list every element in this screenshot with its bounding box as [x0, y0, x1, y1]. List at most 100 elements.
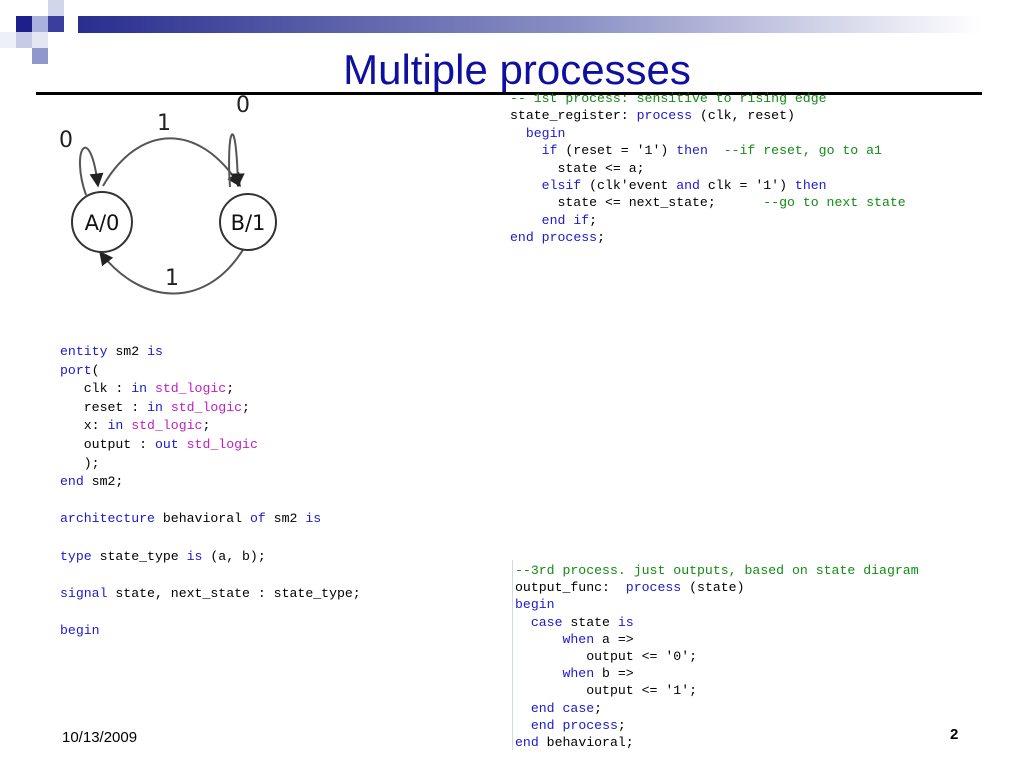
code-token: (reset = '1') [557, 143, 677, 159]
code-token: case [530, 614, 563, 630]
code-line: output <= '0'; [515, 649, 697, 664]
transition-a-self-loop [79, 146, 104, 196]
code-token: ; [594, 700, 603, 716]
code-token: state <= next_state; [510, 195, 764, 211]
code-token: port [60, 362, 92, 378]
code-token [534, 230, 542, 245]
code-gutter-line [512, 560, 513, 750]
code-token: process [541, 230, 598, 246]
code-line: end sm2; [60, 474, 123, 489]
code-token: output_func: [515, 580, 626, 596]
code-block-process1: -- 1st process: sensitive to rising edge… [510, 90, 906, 247]
code-line: state <= next_state; --go to next state [510, 195, 905, 211]
code-token: x: [60, 418, 108, 434]
code-token [510, 143, 542, 158]
transition-b-to-a [99, 247, 245, 295]
state-b-circle [219, 193, 277, 251]
code-token [555, 701, 563, 716]
state-a-label: A/0 [85, 211, 120, 235]
code-line: case state is [515, 615, 634, 630]
code-line: clk : in std_logic; [60, 381, 234, 396]
code-token: behavioral [154, 511, 250, 527]
state-b-label: B/1 [231, 211, 266, 235]
code-token: begin [60, 622, 100, 638]
code-line: reset : in std_logic; [60, 400, 250, 415]
code-token: when [562, 631, 595, 647]
code-line: output_func: process (state) [515, 580, 745, 595]
code-token: in [131, 381, 148, 397]
code-token: output <= '0'; [515, 649, 698, 665]
code-token: clk = '1') [699, 178, 795, 194]
code-token: begin [525, 125, 566, 141]
code-token: std_logic [131, 418, 203, 434]
code-token: output : [60, 436, 155, 452]
code-token: ; [242, 399, 250, 415]
code-token: process [562, 717, 618, 733]
code-token: state_type [91, 548, 187, 564]
code-token: end [530, 700, 555, 716]
code-line: output <= '1'; [515, 683, 697, 698]
code-token: if [573, 212, 590, 228]
code-line: end case; [515, 701, 602, 716]
code-token: then [794, 178, 827, 194]
code-line: if (reset = '1') then --if reset, go to … [510, 143, 882, 158]
code-token: in [147, 399, 163, 415]
code-token: when [562, 666, 595, 682]
code-token: (clk, reset) [692, 108, 795, 124]
code-line: architecture behavioral of sm2 is [60, 511, 321, 526]
code-line: begin [510, 125, 566, 141]
transition-a-to-b [102, 137, 241, 188]
code-token: std_logic [186, 436, 258, 452]
code-token: entity [60, 344, 108, 359]
code-token: begin [515, 597, 555, 613]
code-token [510, 178, 542, 193]
code-line: -- 1st process: sensitive to rising edge [510, 91, 827, 106]
code-token: sm2; [83, 474, 124, 490]
code-token: clk : [60, 381, 132, 397]
code-token: std_logic [170, 399, 243, 415]
code-token [179, 437, 187, 452]
code-token: out [154, 436, 179, 452]
code-token: ; [226, 381, 235, 397]
code-token: state_register: [510, 108, 637, 124]
code-line: x: in std_logic; [60, 418, 211, 434]
code-token [510, 213, 542, 228]
code-token: (a, b); [202, 548, 266, 564]
code-token: ; [589, 212, 598, 228]
code-token [510, 126, 526, 141]
corner-decoration [0, 0, 64, 64]
code-line: output : out std_logic [60, 437, 258, 452]
code-token [163, 400, 171, 415]
code-token [708, 143, 724, 158]
code-token: --3rd process. just outputs, based on st… [515, 563, 919, 578]
code-token: end [510, 230, 534, 246]
slide-title: Multiple processes [343, 46, 691, 93]
state-a-circle [71, 191, 133, 253]
code-token: (state) [681, 580, 745, 596]
code-token: ); [60, 455, 100, 471]
code-token: then [676, 143, 708, 159]
code-token: ; [202, 418, 211, 434]
code-token: ; [597, 230, 605, 246]
code-line: when b => [515, 666, 634, 682]
code-token: b => [594, 666, 634, 682]
label-a-to-b: 1 [157, 111, 171, 136]
code-token: is [186, 548, 203, 564]
code-token: type [60, 548, 92, 564]
code-token: of [249, 511, 266, 527]
code-token [515, 666, 562, 681]
code-block-entity: entity sm2 is port( clk : in std_logic; … [60, 343, 361, 641]
code-token: is [617, 614, 634, 630]
code-token: case [562, 700, 595, 716]
code-line: signal state, next_state : state_type; [60, 586, 361, 601]
code-token: and [676, 178, 700, 194]
code-token: state <= a; [510, 160, 645, 176]
code-token: process [625, 580, 682, 596]
code-token: a => [594, 631, 634, 647]
transition-b-self-loop [228, 133, 245, 188]
code-token: signal [60, 585, 108, 601]
code-token: in [107, 418, 124, 434]
top-gradient-bar [78, 16, 982, 33]
code-token: end [60, 474, 84, 490]
code-token: end [541, 212, 566, 228]
